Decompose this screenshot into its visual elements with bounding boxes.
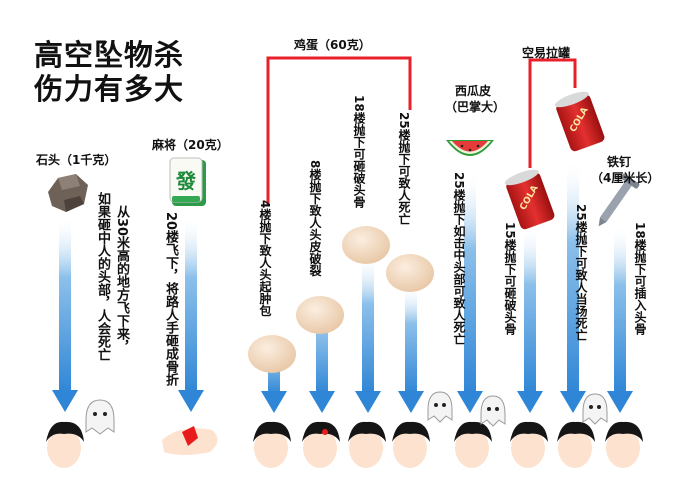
head-can-2 — [557, 421, 595, 468]
nail-label-1: 铁钉 — [607, 155, 632, 169]
mahjong-tile-icon — [169, 157, 206, 206]
egg-icon-3 — [342, 226, 390, 264]
nail-desc: 18楼抛下可插入头骨 — [633, 222, 647, 335]
can-icon-2 — [504, 169, 555, 230]
can-desc-15: 15楼抛下可砸破头骨 — [503, 222, 517, 335]
title-line-1: 高空坠物杀 — [34, 38, 185, 72]
hand-icon — [162, 426, 218, 455]
can-desc-25: 25楼抛下可致人当场死亡 — [574, 204, 588, 341]
nail-label-2: （4厘米长） — [591, 171, 660, 185]
egg-desc-4: 4楼抛下致人头起肿包 — [258, 200, 272, 317]
head-nail — [605, 421, 643, 468]
head-stone — [46, 421, 84, 468]
head-egg-1 — [253, 421, 291, 468]
can-label: 空易拉罐 — [522, 46, 571, 60]
egg-bracket — [266, 56, 412, 205]
egg-label: 鸡蛋（60克） — [294, 38, 371, 52]
watermelon-icon — [446, 140, 494, 156]
watermelon-label-1: 西瓜皮 — [455, 84, 492, 98]
can-icon-1 — [554, 91, 605, 152]
nail-icon — [598, 173, 640, 227]
ghost-icon-2 — [427, 391, 453, 423]
arrow-egg-18 — [355, 255, 381, 413]
watermelon-desc: 25楼抛下如击中头部可致人死亡 — [452, 172, 466, 345]
stone-desc-2: 如果砸中人的头部，人会死亡 — [95, 192, 110, 361]
arrow-can-25 — [560, 160, 586, 413]
stone-label: 石头（1千克） — [36, 153, 117, 167]
arrow-can-15 — [517, 225, 543, 413]
head-egg-4 — [392, 421, 430, 468]
egg-icon-2 — [296, 296, 344, 334]
stone-desc-1: 从30米高的地方飞下来， — [114, 205, 129, 354]
head-egg-3 — [348, 421, 386, 468]
watermelon-label-2: （巴掌大） — [445, 100, 506, 114]
arrow-mahjong — [178, 215, 204, 412]
head-watermelon — [454, 421, 492, 468]
eggs — [248, 226, 434, 373]
can-bracket — [528, 58, 577, 168]
ghost-icon-1 — [85, 399, 115, 435]
heads — [46, 421, 643, 468]
title-block: 高空坠物杀 伤力有多大 — [34, 38, 184, 106]
mahjong-desc: 20楼飞下，将路人手砸成骨折 — [163, 212, 178, 387]
arrow-watermelon — [457, 170, 483, 413]
ghost-icon-3 — [480, 395, 506, 427]
title-line-2: 伤力有多大 — [34, 72, 185, 106]
head-can-1 — [510, 421, 548, 468]
mahjong-tile-glyph: 發 — [176, 169, 196, 193]
head-egg-2 — [302, 421, 340, 468]
stone-icon — [48, 174, 88, 212]
egg-icon-4 — [386, 254, 434, 292]
arrow-egg-25 — [398, 285, 424, 413]
arrow-stone — [52, 215, 78, 412]
ghosts — [85, 391, 608, 435]
egg-desc-25: 25楼抛下可致人死亡 — [397, 112, 411, 225]
mahjong-label: 麻将（20克） — [152, 138, 229, 152]
egg-desc-8: 8楼抛下致人头皮破裂 — [308, 160, 322, 277]
egg-icon-1 — [248, 335, 296, 373]
egg-desc-18: 18楼抛下可砸破头骨 — [352, 95, 366, 208]
ghost-icon-4 — [582, 393, 608, 425]
arrow-nail — [607, 225, 633, 413]
